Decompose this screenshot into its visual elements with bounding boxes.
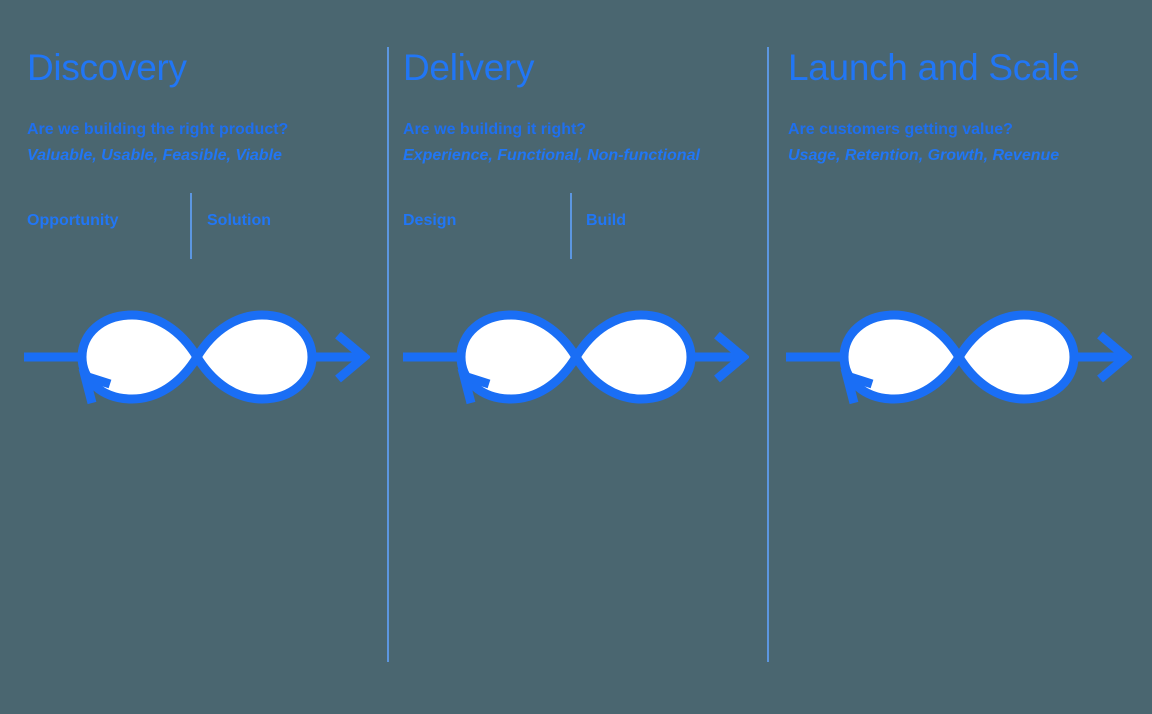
column-delivery: Delivery Are we building it right? Exper… (389, 0, 767, 714)
column-question: Are we building the right product? (27, 121, 289, 138)
substage-label-solution: Solution (207, 212, 271, 229)
substage-label-build: Build (586, 212, 626, 229)
infinity-loop-arrow-icon (780, 303, 1132, 417)
column-title: Delivery (403, 47, 535, 88)
column-divider-2 (767, 47, 769, 662)
column-title: Launch and Scale (788, 47, 1080, 88)
column-launch-and-scale: Launch and Scale Are customers getting v… (769, 0, 1152, 714)
substage-divider (190, 193, 192, 259)
column-attributes: Valuable, Usable, Feasible, Viable (27, 147, 282, 164)
column-question: Are we building it right? (403, 121, 587, 138)
column-divider-1 (387, 47, 389, 662)
substage-label-opportunity: Opportunity (27, 212, 119, 229)
substage-label-design: Design (403, 212, 457, 229)
column-attributes: Usage, Retention, Growth, Revenue (788, 147, 1060, 164)
column-attributes: Experience, Functional, Non-functional (403, 147, 700, 164)
column-discovery: Discovery Are we building the right prod… (0, 0, 387, 714)
substage-divider (570, 193, 572, 259)
infinity-loop-arrow-icon (18, 303, 370, 417)
substage-row: Opportunity Solution (0, 193, 387, 259)
column-title: Discovery (27, 47, 187, 88)
column-question: Are customers getting value? (788, 121, 1013, 138)
substage-row: Design Build (389, 193, 767, 259)
infinity-loop-arrow-icon (397, 303, 749, 417)
